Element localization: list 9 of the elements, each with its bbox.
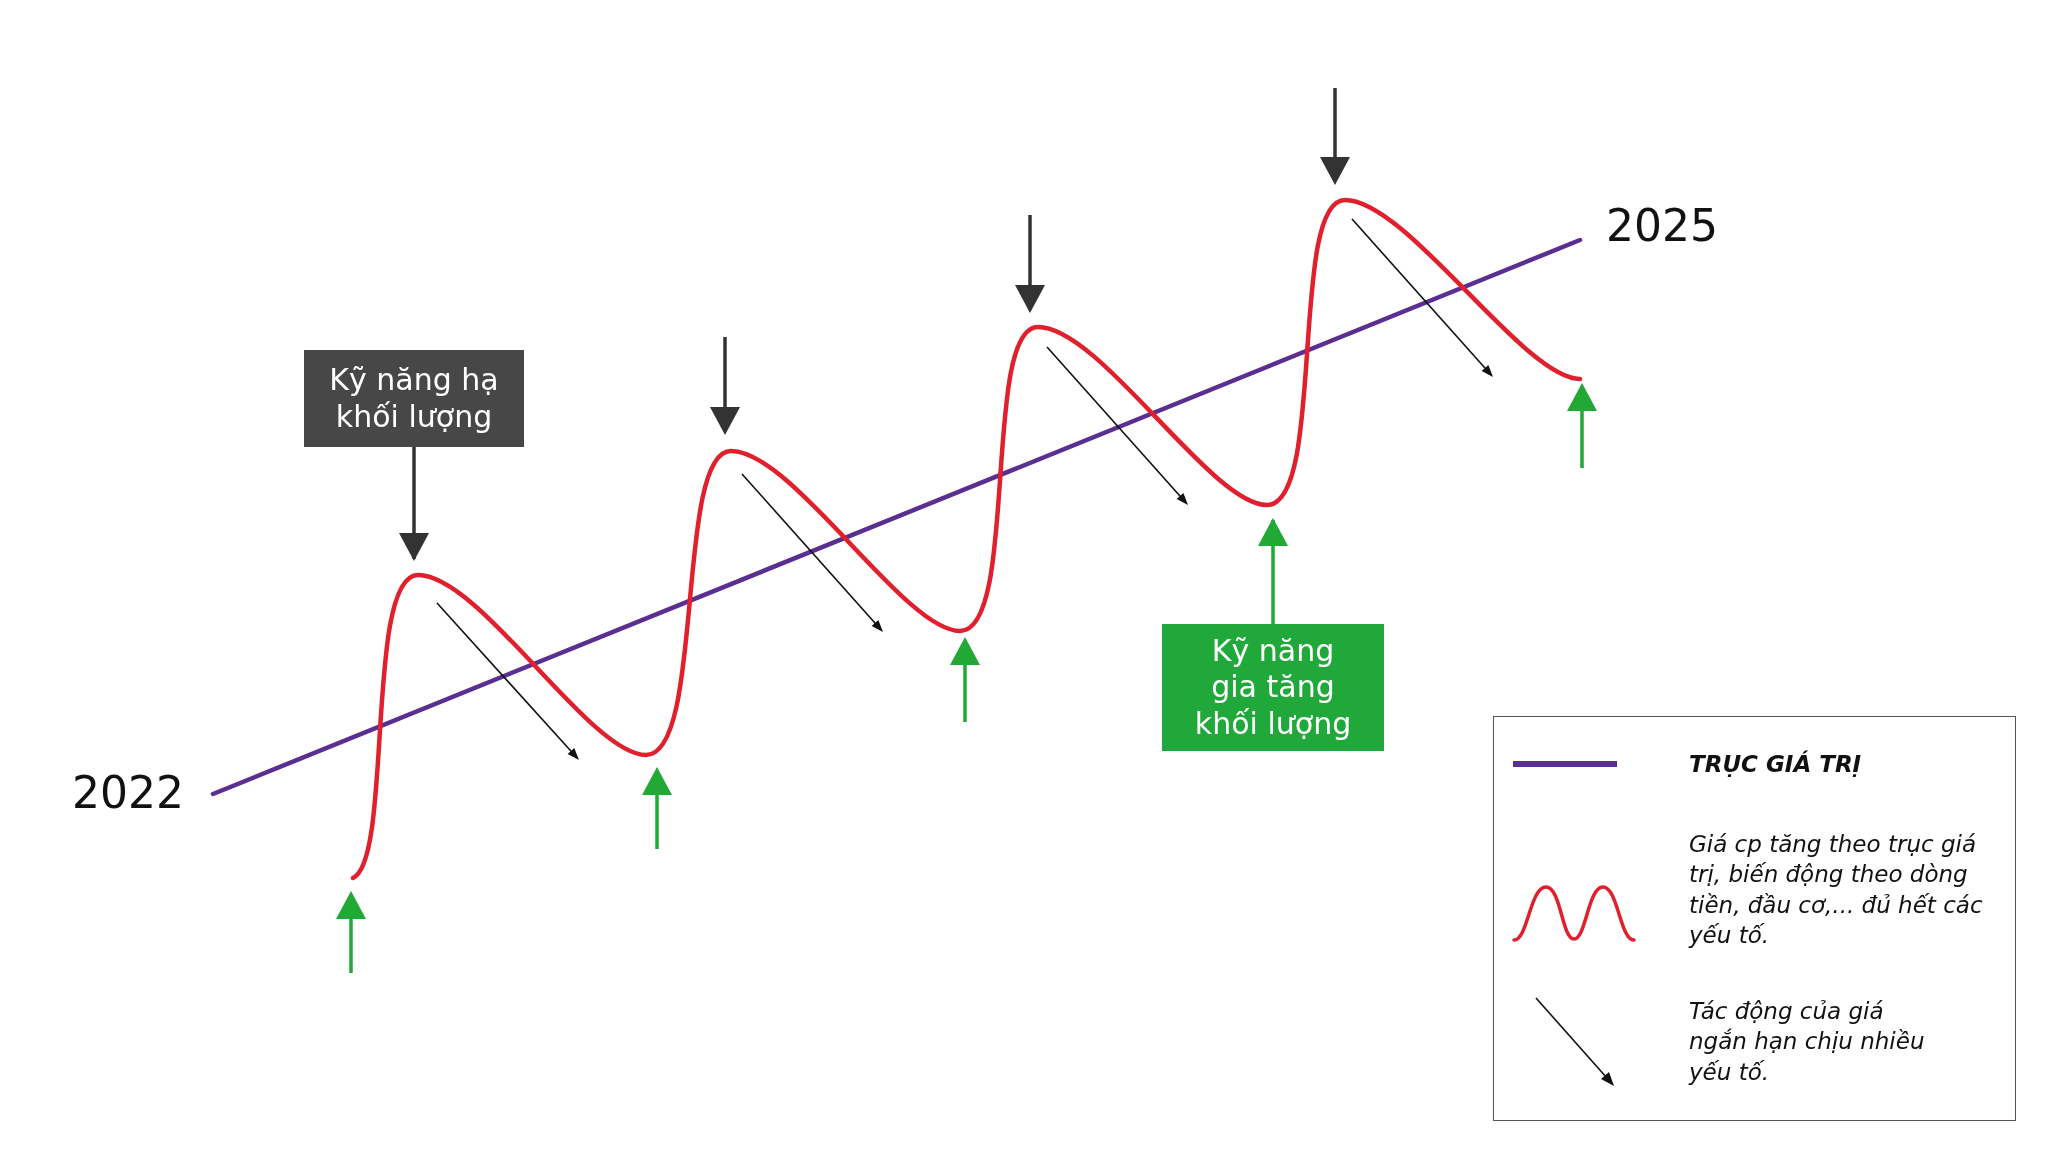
arrow	[1258, 518, 1288, 624]
legend-text: Tác động của giá ngắn hạn chịu nhiều yếu tố.	[1689, 997, 1926, 1088]
year-label: 2022	[72, 766, 184, 818]
label-box: Kỹ năng gia tăng khối lượng	[1162, 624, 1384, 751]
arrow	[399, 447, 429, 561]
legend-text: Giá cp tăng theo trục giá trị, biến động theo dòng tiền, đầu cơ,... đủ hết các yếu tố.	[1689, 830, 1984, 951]
legend-text: TRỤC GIÁ TRỊ	[1689, 749, 1863, 779]
label-box: Kỹ năng hạ khối lượng	[304, 350, 524, 447]
year-label: 2025	[1606, 199, 1718, 251]
